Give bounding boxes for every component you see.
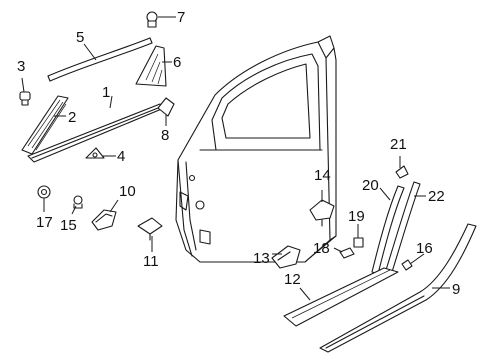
part-22-strip [385,181,421,273]
part-10-cover [91,209,117,231]
part-20-strip [371,185,405,275]
part-6-corner-garnish [135,45,167,87]
callout-13: 13 [253,250,270,267]
callout-6: 6 [173,54,182,71]
callout-20: 20 [362,177,379,194]
part-5-upper-moulding [47,37,153,82]
part-14-bracket [309,199,335,227]
callout-8: 8 [161,127,170,144]
part-17-grommet [37,185,51,199]
part-13-cover [271,245,301,269]
part-11-clip [137,217,163,241]
callout-12: 12 [284,271,301,288]
callout-3: 3 [17,58,26,75]
part-18-clip [339,247,355,259]
part-12-lower-moulding [283,267,399,327]
part-19-clip [353,237,364,248]
callout-17: 17 [36,214,53,231]
part-9-sill-moulding [319,223,477,353]
callout-7: 7 [177,9,186,26]
part-3-clip [19,91,31,106]
callout-10: 10 [119,183,136,200]
part-2-pillar-garnish [21,95,69,155]
callout-18: 18 [313,240,330,257]
callout-4: 4 [117,148,126,165]
leader-lines [21,16,450,301]
callout-9: 9 [452,281,461,298]
callout-19: 19 [348,208,365,225]
callout-22: 22 [428,188,445,205]
callout-5: 5 [76,29,85,46]
callout-1: 1 [102,84,111,101]
rear-door-shell [175,35,337,263]
part-4-clip [85,147,105,159]
part-7-bolt [146,11,158,28]
part-15-clip [73,195,83,209]
callout-16: 16 [416,240,433,257]
callout-14: 14 [314,167,331,184]
callout-21: 21 [390,136,407,153]
callout-2: 2 [68,109,77,126]
part-8-bracket [157,97,175,117]
callout-15: 15 [60,217,77,234]
part-21-clip [395,165,409,179]
part-16-clip [401,259,413,271]
callout-11: 11 [143,253,159,270]
